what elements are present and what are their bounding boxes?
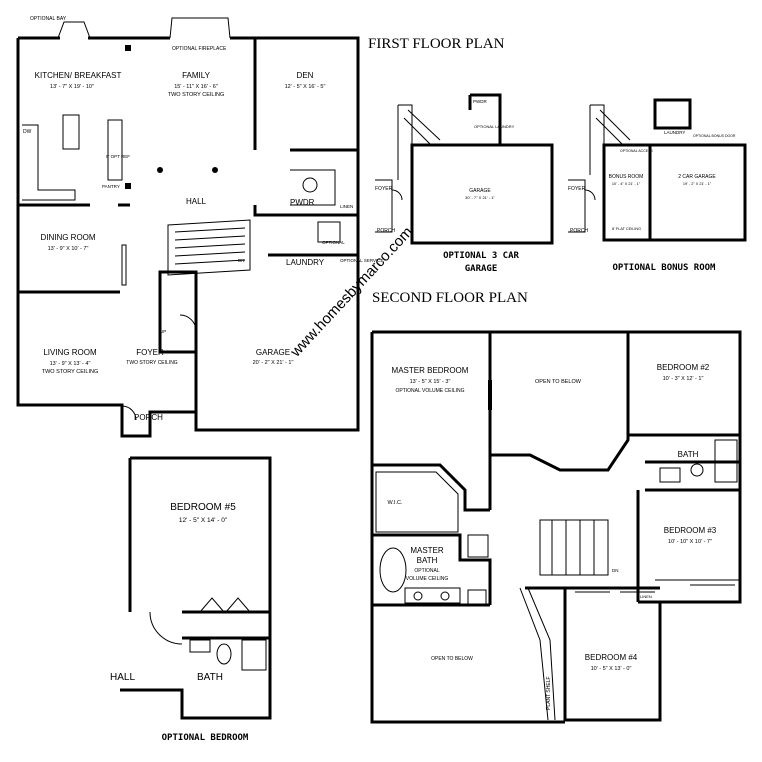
optional-3car-title-1: OPTIONAL 3 CAR: [443, 251, 519, 261]
master-bath-note2: VOLUME CEILING: [406, 576, 449, 582]
optional-bonus-room-plan: [568, 98, 747, 242]
family-name: FAMILY: [182, 71, 211, 80]
den-dims: 12' - 5" X 16' - 5": [285, 84, 326, 90]
den-name: DEN: [297, 71, 314, 80]
master-bath-line2: BATH: [417, 556, 438, 565]
optional-3-car-garage-plan: [375, 93, 554, 245]
second-floor-dn: DN: [612, 568, 619, 573]
open-to-below-bottom: OPEN TO BELOW: [431, 656, 473, 662]
optional-3car-laundry: OPTIONAL LAUNDRY: [474, 124, 515, 129]
first-floor-plan: [16, 17, 360, 438]
bedroom-2-name: BEDROOM #2: [657, 363, 710, 372]
dining-name: DINING ROOM: [40, 233, 95, 242]
bedroom-3-name: BEDROOM #3: [664, 526, 717, 535]
optional-3car-porch: PORCH: [377, 228, 395, 234]
foyer-name: FOYER: [136, 348, 164, 357]
open-to-below-top: OPEN TO BELOW: [535, 379, 582, 385]
linen-label: LINEN: [340, 204, 353, 209]
optional-bedroom-plan: [120, 456, 272, 720]
optional-bedroom-bath: BATH: [197, 672, 223, 683]
bedroom-2-dims: 10' - 3" X 12' - 1": [663, 376, 704, 382]
dw-label: DW: [23, 129, 32, 135]
optional-service-label: OPTIONAL SERVICE: [340, 258, 384, 263]
optional-3car-foyer: FOYER: [375, 186, 393, 192]
bedroom-4-name: BEDROOM #4: [585, 653, 638, 662]
hall-label: HALL: [186, 197, 207, 206]
bedroom-3-dims: 10' - 10" X 10' - 7": [668, 539, 712, 545]
dining-dims: 13' - 9" X 10' - 7": [48, 246, 89, 252]
bedroom-4-dims: 10' - 5" X 13' - 0": [591, 666, 632, 672]
garage-name: GARAGE: [256, 348, 290, 357]
kitchen-dims: 13' - 7" X 19' - 10": [50, 84, 94, 90]
second-floor-title: SECOND FLOOR PLAN: [372, 290, 528, 306]
wic-label: W.I.C.: [388, 500, 403, 506]
master-bedroom-note: OPTIONAL VOLUME CEILING: [396, 388, 465, 394]
optional-bay-label: OPTIONAL BAY: [30, 16, 67, 22]
optional-3car-garage: GARAGE: [469, 188, 491, 194]
pwdr-label: PWDR: [290, 198, 315, 207]
living-note: TWO STORY CEILING: [42, 369, 99, 375]
master-bath-note1: OPTIONAL: [414, 568, 440, 574]
optional-fireplace-label: OPTIONAL FIREPLACE: [172, 46, 227, 52]
opt-ref-label: 5' OPT REF: [106, 154, 130, 159]
dn-label: DN: [238, 258, 245, 263]
optional-3car-title-2: GARAGE: [465, 264, 498, 274]
optional-bonus-porch: PORCH: [570, 228, 588, 234]
optional-3car-garage-dims: 30' - 7" X 21' - 1": [465, 195, 495, 200]
bonus-room-name: BONUS ROOM: [609, 174, 644, 180]
garage-dims: 20' - 2" X 21' - 1": [253, 360, 294, 366]
porch-label: PORCH: [134, 413, 163, 422]
bedroom-5-name: BEDROOM #5: [170, 502, 236, 513]
pantry-label: PANTRY: [102, 184, 120, 189]
bonus-garage-dims: 19' - 2" X 21' - 1": [683, 182, 712, 186]
plant-shelf-label: PLANT SHELF: [546, 676, 552, 710]
optional-bonus-title: OPTIONAL BONUS ROOM: [613, 263, 717, 273]
optional-bonus-door-label: OPTIONAL BONUS DOOR: [693, 134, 736, 138]
laundry-label: LAUNDRY: [286, 258, 325, 267]
first-floor-title: FIRST FLOOR PLAN: [368, 36, 505, 52]
family-note: TWO STORY CEILING: [168, 92, 225, 98]
bath-label: BATH: [678, 450, 699, 459]
optional-access-label: OPTIONAL ACCESS: [620, 149, 653, 153]
living-dims: 13' - 9" X 13' - 4": [50, 361, 91, 367]
master-bedroom-name: MASTER BEDROOM: [392, 366, 469, 375]
second-floor-linen: LINEN: [640, 594, 652, 599]
optional-bonus-laundry: LAUNDRY: [664, 130, 685, 135]
master-bedroom-dims: 13' - 5" X 15' - 3": [410, 379, 451, 385]
kitchen-name: KITCHEN/ BREAKFAST: [35, 71, 122, 80]
bedroom-5-dims: 12' - 5" X 14' - 0": [179, 517, 228, 524]
optional-3car-pwdr: PWDR: [473, 99, 487, 104]
optional-bonus-foyer: FOYER: [568, 186, 586, 192]
optional-bedroom-hall: HALL: [110, 672, 135, 683]
optional-label: OPTIONAL: [322, 240, 345, 245]
bonus-garage-name: 2 CAR GARAGE: [678, 174, 716, 180]
master-bath-line1: MASTER: [410, 546, 444, 555]
bonus-room-dims: 10' - 4" X 21' - 1": [612, 182, 641, 186]
second-floor-plan: [370, 330, 742, 724]
optional-bedroom-title: OPTIONAL BEDROOM: [162, 733, 249, 743]
family-dims: 15' - 11" X 16' - 6": [174, 84, 218, 90]
flat-ceiling-label: 8' FLAT CEILING: [612, 227, 641, 231]
up-label: UP: [160, 329, 166, 334]
foyer-note: TWO STORY CEILING: [126, 360, 178, 366]
living-name: LIVING ROOM: [43, 348, 97, 357]
